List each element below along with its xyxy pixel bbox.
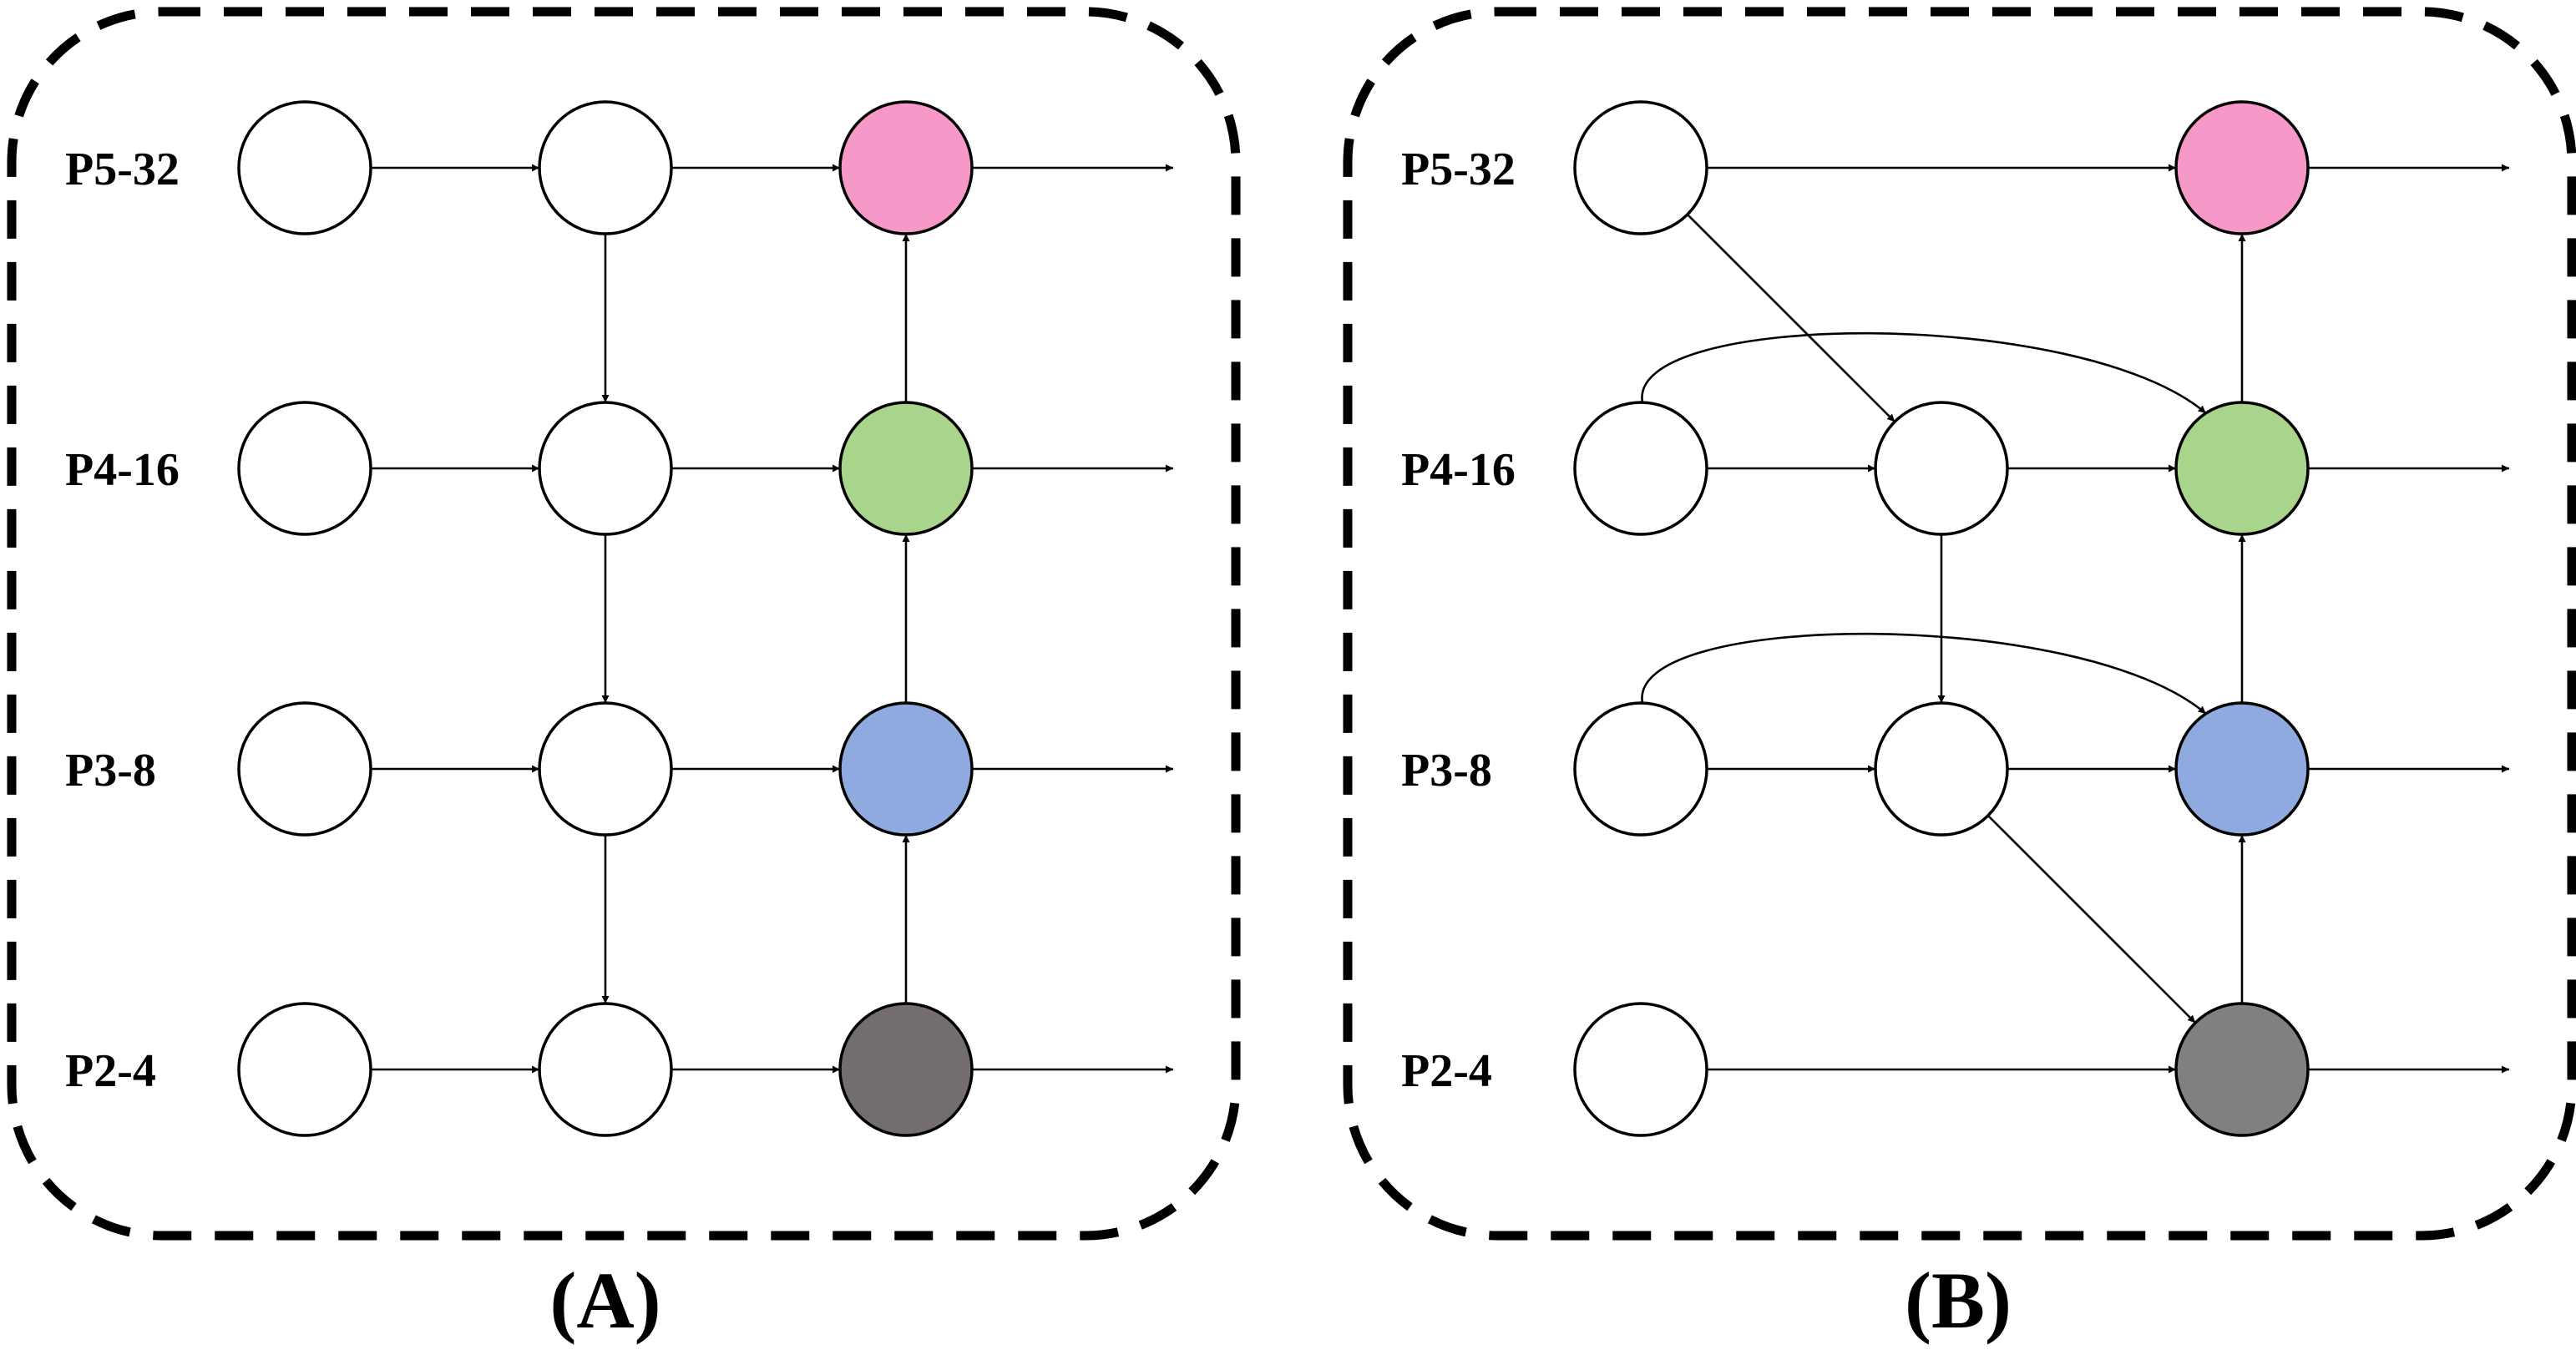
panel-b-node-out4	[2174, 401, 2310, 536]
panel-a-node-in5	[237, 100, 372, 235]
panel-b: P5-32 P4-16 P3-8 P2-4 (B)	[1343, 7, 2576, 1345]
panel-a-node-out4	[838, 401, 974, 536]
panel-a-node-td3	[538, 701, 673, 837]
panel-b-node-in2	[1573, 1002, 1708, 1137]
panel-b-node-mid3	[1874, 701, 2009, 837]
panel-a-node-in3	[237, 701, 372, 837]
panel-a-node-td4	[538, 401, 673, 536]
panel-a-edges	[371, 164, 1173, 1074]
panel-a-level-label-p3: P3-8	[65, 745, 156, 796]
panel-b-dashed-frame	[1343, 7, 2576, 1241]
panel-b-caption: (B)	[1905, 1256, 2012, 1345]
panel-a-node-in2	[237, 1002, 372, 1137]
panel-b-level-label-p5: P5-32	[1401, 144, 1516, 195]
panel-a-node-in4	[237, 401, 372, 536]
panel-b-node-in5	[1573, 100, 1708, 235]
panel-a-node-out3	[838, 701, 974, 837]
panel-a-level-label-p2: P2-4	[65, 1045, 156, 1097]
panel-a-node-td5	[538, 100, 673, 235]
panel-b-node-out2	[2174, 1002, 2310, 1137]
panel-a: P5-32 P4-16 P3-8 P2-4 (A)	[7, 7, 1241, 1345]
panel-a-dashed-frame	[7, 7, 1241, 1241]
panel-a-level-label-p5: P5-32	[65, 144, 180, 195]
panel-b-level-label-p4: P4-16	[1401, 444, 1516, 496]
panel-b-nodes	[1573, 100, 2310, 1137]
panel-a-level-label-p4: P4-16	[65, 444, 180, 496]
panel-b-node-in3	[1573, 701, 1708, 837]
panel-a-nodes	[237, 100, 974, 1137]
panel-b-edge-in3-to-out3	[1641, 632, 2207, 715]
panel-b-node-mid4	[1874, 401, 2009, 536]
panel-b-edge-in4-to-out4	[1641, 331, 2207, 414]
panel-a-node-out2	[838, 1002, 974, 1137]
panel-b-node-in4	[1573, 401, 1708, 536]
panel-b-edge-mid3-to-out2	[1986, 814, 2197, 1024]
panel-b-level-label-p3: P3-8	[1401, 745, 1492, 796]
panel-b-edges	[1641, 164, 2509, 1074]
panel-a-node-out5	[838, 100, 974, 235]
panel-b-node-out3	[2174, 701, 2310, 837]
panel-b-node-out5	[2174, 100, 2310, 235]
panel-b-edge-in5-to-mid4	[1686, 213, 1896, 423]
panel-a-node-td2	[538, 1002, 673, 1137]
panel-a-caption: (A)	[549, 1256, 660, 1345]
panel-b-level-label-p2: P2-4	[1401, 1045, 1492, 1097]
